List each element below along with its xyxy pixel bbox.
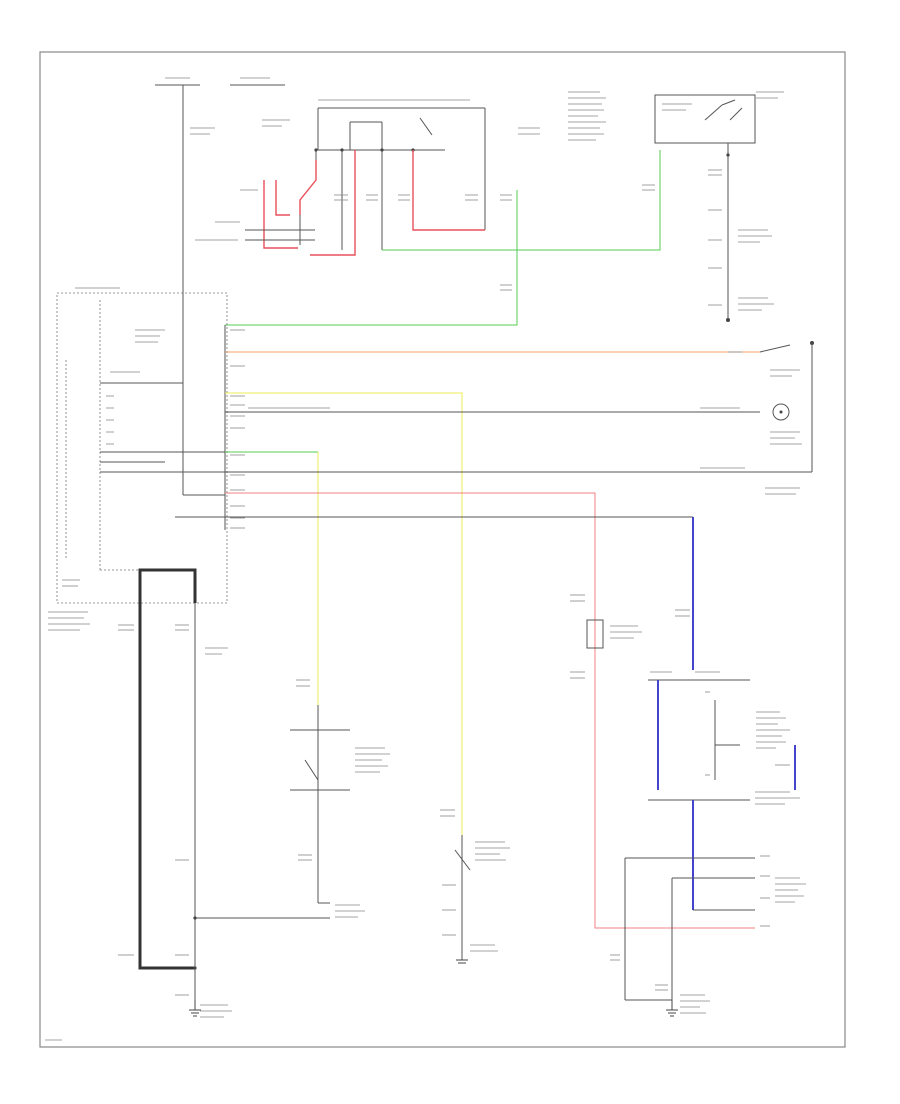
lock-switch <box>440 809 510 964</box>
ignition-switch <box>654 91 784 322</box>
control-module <box>48 287 228 631</box>
yellow-wire-a <box>225 392 463 835</box>
diode <box>570 594 642 679</box>
ground-left <box>189 1000 201 1017</box>
motor <box>770 403 802 445</box>
belt-switch-section <box>290 679 390 918</box>
lock-relay <box>648 609 800 805</box>
top-left-connector <box>195 189 315 245</box>
door-switch <box>728 341 814 472</box>
gray-wire-412 <box>225 407 760 413</box>
power-feeds <box>155 77 285 86</box>
black-wire <box>138 568 197 970</box>
main-feed-wire <box>182 85 225 496</box>
module-connector <box>224 325 245 530</box>
lock-actuator <box>610 855 806 1017</box>
relay-block <box>262 91 606 151</box>
green-wires-top <box>225 150 661 326</box>
relay-drops <box>314 148 512 250</box>
gray-wire-472 <box>225 467 812 495</box>
diagram-frame <box>39 51 846 1048</box>
red-wires-top <box>263 150 485 256</box>
left-lower-wiring <box>118 603 330 1018</box>
blue-wires-lower <box>657 680 796 910</box>
pink-wire <box>225 492 755 929</box>
